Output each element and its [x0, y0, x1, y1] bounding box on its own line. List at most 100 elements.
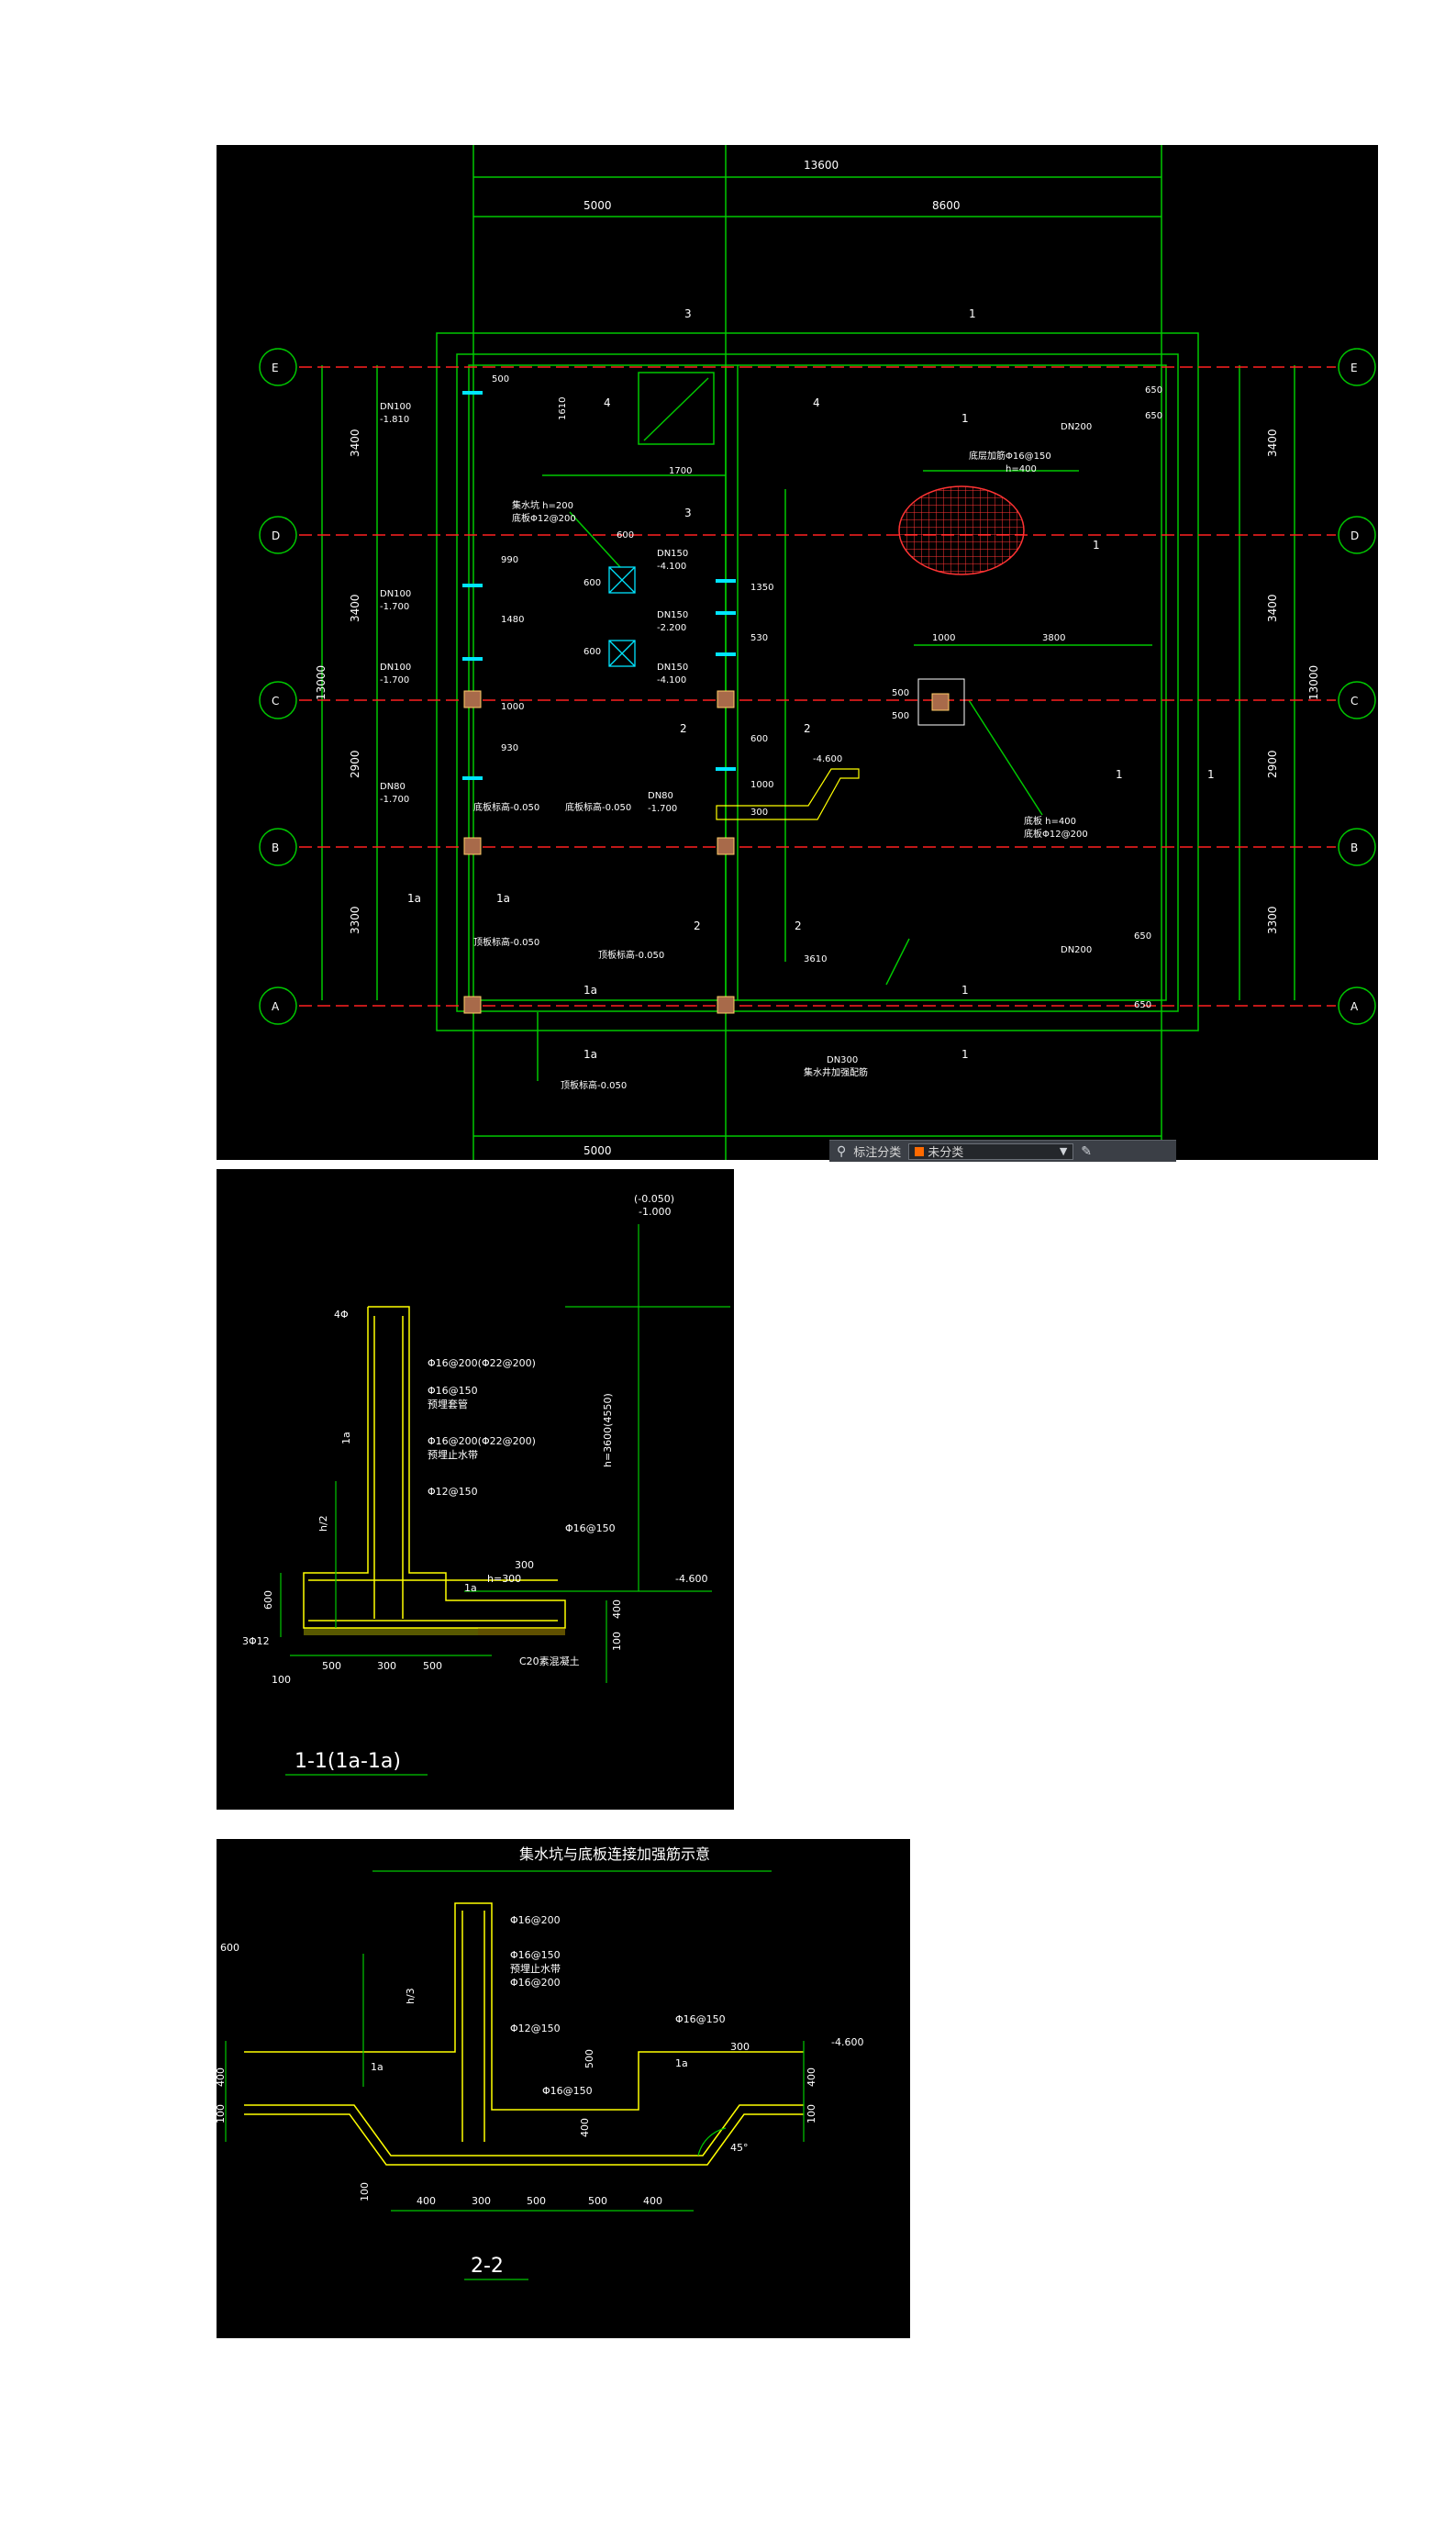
annotation-category-label: 标注分类 [853, 1146, 902, 1160]
plan-dim-left: 5000 [584, 199, 612, 212]
s11-dim-r1: 400 [611, 1599, 623, 1619]
plan-dim-total: 13600 [804, 159, 839, 172]
s11-misc-300: 300 [515, 1559, 534, 1571]
s22-misc-1a-2: 1a [675, 2057, 688, 2069]
annotation-category-select[interactable]: 未分类 ▼ [908, 1142, 1074, 1160]
s11-level-top2: -1.000 [639, 1206, 671, 1218]
section-mark-19: 1 [1093, 539, 1100, 552]
axis-e-left: E [272, 362, 279, 374]
s22-dim-b1: 400 [417, 2195, 436, 2207]
pipe-label-2: DN100 [380, 589, 411, 599]
axis-a-left: A [272, 1000, 280, 1013]
section-mark-1: 3 [684, 307, 692, 320]
annotation-icon[interactable]: ⚲ [837, 1143, 847, 1159]
dim-misc-1: 500 [492, 374, 509, 385]
left-dim-3: 2900 [349, 750, 361, 778]
s11-dim-l2: 3Φ12 [242, 1635, 270, 1647]
s22-rebar-3: 预埋止水带 [510, 1963, 561, 1975]
s22-misc-300: 300 [730, 2041, 750, 2053]
left-dim-1: 3400 [349, 429, 361, 457]
left-dim-2: 3400 [349, 594, 361, 622]
pipe-level-8: -1.700 [648, 804, 677, 814]
dim-misc-21: 500 [892, 688, 909, 698]
s11-misc-4phi: 4Φ [334, 1309, 349, 1321]
pipe-level-5: -4.100 [657, 562, 686, 572]
section-mark-18: 1a [584, 1048, 597, 1061]
s22-dim-l1: 600 [220, 1942, 239, 1954]
s22-misc-1a: 1a [371, 2061, 383, 2073]
s11-misc-h2: h/2 [317, 1515, 329, 1532]
section-2-2-drawing: 集水坑与底板连接加强筋示意 -4.600 Φ16@200 Φ16@150 预埋止… [217, 1845, 863, 2280]
s11-misc-c20: C20素混凝土 [519, 1655, 580, 1667]
dim-misc-19: 3800 [1042, 633, 1065, 643]
s22-dim-l3: 100 [217, 2104, 227, 2123]
s11-rebar-2: Φ16@150 [428, 1385, 478, 1397]
section-1-1-panel[interactable]: (-0.050) -1.000 -4.600 h=3600(4550) Φ16@… [217, 1169, 734, 1810]
note-pit: 集水坑 h=200 [512, 499, 573, 511]
pipe-label-1: DN100 [380, 402, 411, 412]
section-mark-14: 1 [961, 1048, 969, 1061]
pipe-label-7: DN150 [657, 663, 688, 673]
s22-dim-b3: 500 [527, 2195, 546, 2207]
s22-rebar-7: Φ16@150 [542, 2085, 593, 2097]
section-mark-7: 2 [680, 722, 687, 735]
right-dim-4: 3300 [1266, 906, 1279, 934]
plan-dim-right: 8600 [932, 199, 961, 212]
s22-dim-r2: 100 [806, 2104, 817, 2123]
s22-misc-100: 100 [359, 2182, 371, 2201]
hatched-pit-area [898, 485, 1025, 575]
section-mark-8: 2 [804, 722, 811, 735]
right-dim-3: 2900 [1266, 750, 1279, 778]
s22-misc-h3: h/3 [405, 1988, 417, 2004]
pipe-label-8: DN80 [648, 791, 673, 801]
dim-misc-9: 1000 [501, 702, 524, 712]
s11-level-right: -4.600 [675, 1573, 707, 1585]
left-dim-4: 3300 [349, 906, 361, 934]
section-mark-16: 1a [496, 892, 510, 905]
s22-misc-500: 500 [584, 2049, 595, 2068]
dim-misc-7: 1480 [501, 615, 524, 625]
edit-icon[interactable]: ✎ [1081, 1143, 1093, 1159]
plan-drawing-panel[interactable]: 13600 5000 8600 5000 8600 E D C B A E D … [217, 145, 1378, 1160]
dim-misc-16: 650 [1145, 385, 1162, 396]
s22-rebar-2: Φ16@150 [510, 1949, 561, 1961]
axis-c-left: C [272, 695, 279, 708]
dim-misc-4: 600 [617, 530, 634, 541]
section-mark-5: 4 [813, 396, 820, 409]
axis-d-left: D [272, 529, 280, 542]
dim-misc-13: 600 [750, 734, 768, 744]
note-level-1: 底板标高-0.050 [473, 801, 539, 813]
s22-rebar-5: Φ12@150 [510, 2023, 561, 2034]
category-select-value: 未分类 [928, 1146, 964, 1160]
dim-misc-10: 930 [501, 743, 518, 753]
section-2-2-panel[interactable]: 集水坑与底板连接加强筋示意 -4.600 Φ16@200 Φ16@150 预埋止… [217, 1839, 910, 2338]
dim-misc-3: 1700 [669, 466, 692, 476]
section-mark-9: 2 [694, 919, 701, 932]
axis-b-right: B [1350, 841, 1358, 854]
dim-misc-5: 990 [501, 555, 518, 565]
dim-misc-17: 650 [1145, 411, 1162, 421]
note-level-5: 顶板标高-0.050 [561, 1079, 627, 1091]
dim-misc-15: 300 [750, 808, 768, 818]
s22-dim-r1: 400 [806, 2067, 817, 2087]
s11-dim-b3: 300 [377, 1660, 396, 1672]
s11-dim-b4: 500 [423, 1660, 442, 1672]
pipe-label-4: DN80 [380, 782, 406, 792]
pipe-label-10: DN200 [1061, 945, 1092, 955]
s22-dim-b4: 500 [588, 2195, 607, 2207]
axis-e-right: E [1350, 362, 1358, 374]
pipe-level-1: -1.810 [380, 415, 409, 425]
s11-rebar-1: Φ16@200(Φ22@200) [428, 1357, 536, 1369]
annotation-toolbar: ⚲ 标注分类 未分类 ▼ ✎ [829, 1140, 1176, 1162]
s22-rebar-6: Φ16@150 [675, 2013, 726, 2025]
pipe-level-2: -1.700 [380, 602, 409, 612]
pipe-level-4: -1.700 [380, 795, 409, 805]
section-mark-10: 2 [795, 919, 802, 932]
pipe-label-9: DN200 [1061, 422, 1092, 432]
s11-rebar-3: 预埋套管 [428, 1398, 468, 1410]
pipe-label-3: DN100 [380, 663, 411, 673]
right-dim-2: 3400 [1266, 594, 1279, 622]
pipe-level-6: -2.200 [657, 623, 686, 633]
right-dim-1: 3400 [1266, 429, 1279, 457]
dim-misc-6: 600 [584, 578, 601, 588]
